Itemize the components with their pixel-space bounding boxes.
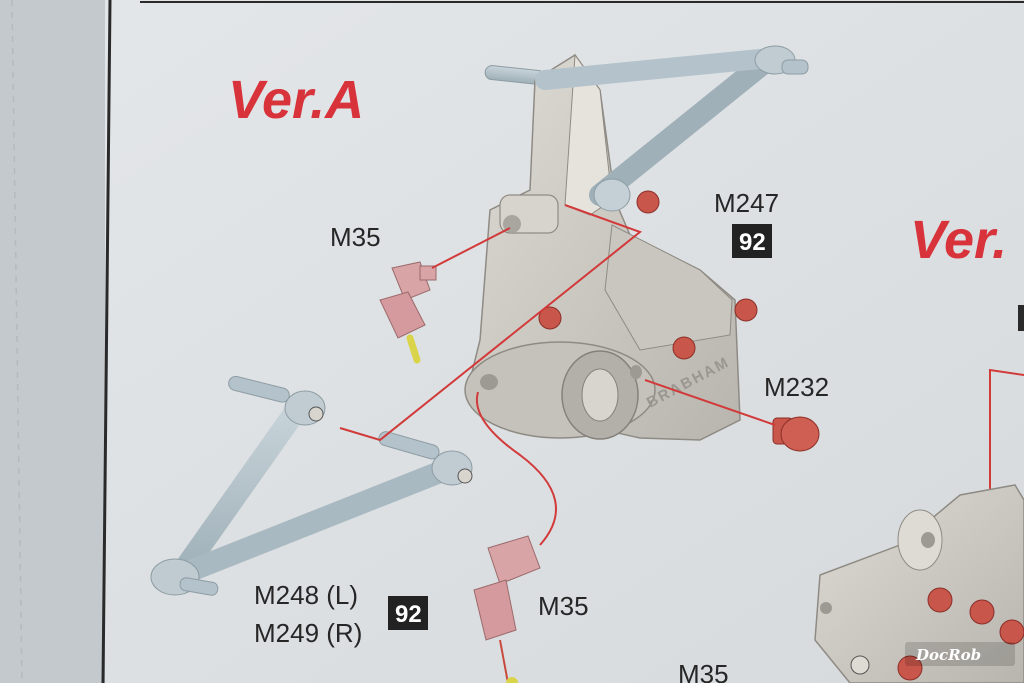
lower-a-arm (150, 375, 473, 596)
label-m247: M247 (714, 188, 779, 218)
version-a-heading: Ver.A (228, 70, 364, 130)
badge-m248: 92 (388, 596, 428, 630)
right-rod-end (850, 655, 870, 675)
upper-a-arm (535, 45, 809, 212)
bolts (538, 190, 820, 452)
badge-m248-text: 92 (395, 601, 422, 628)
watermark-text: DocRob (915, 646, 981, 664)
watermark: DocRob (905, 642, 1015, 666)
label-m232: M232 (764, 372, 829, 402)
bolt-m232-loose (772, 416, 820, 452)
edge-marker (1018, 305, 1024, 331)
right-bolt-1 (927, 587, 953, 613)
label-m248: M248 (L) (254, 580, 358, 610)
label-m35-edge: M35 (678, 659, 729, 683)
right-bolt-2 (969, 599, 995, 625)
lower-arm-nut-front (457, 468, 473, 484)
lower-arm-rear-stub (228, 375, 290, 403)
right-bolt-3 (999, 619, 1024, 645)
right-bolt-4 (897, 655, 923, 681)
drum-hole (480, 374, 498, 390)
upper-arm-stub (781, 59, 809, 75)
badge-m247-text: 92 (739, 229, 766, 256)
panel-border-left (101, 0, 112, 683)
bolt-upright-4 (734, 298, 758, 322)
left-margin-dash (11, 0, 23, 683)
right-boss-hole (921, 532, 935, 548)
drum-end-ring (581, 368, 619, 422)
right-hole (820, 602, 832, 614)
label-m35-top: M35 (330, 222, 381, 252)
leader-m232 (644, 379, 776, 426)
pivot-hole-right (630, 365, 642, 379)
bolt-upright-3 (672, 336, 696, 360)
lower-arm-front-rod (169, 459, 456, 586)
gearbox-upright: BRABHAM (464, 53, 741, 441)
label-m249: M249 (R) (254, 618, 362, 648)
upper-arm-rear-rod (589, 47, 781, 206)
version-b-heading-partial: Ver. (910, 210, 1007, 270)
lower-arm-outer-stub (179, 577, 219, 596)
lower-arm-rear-rod (169, 394, 311, 586)
bolt-upright-2 (538, 306, 562, 330)
leader-m35-top (431, 227, 511, 269)
label-m35-bottom: M35 (538, 591, 589, 621)
leader-lower-arm (339, 204, 643, 442)
bolt-upright-1 (636, 190, 660, 214)
gusset-right (604, 224, 733, 351)
lower-arm-front-stub (378, 431, 440, 460)
upper-arm-bush (593, 178, 631, 212)
leader-m35-bottom (475, 391, 557, 546)
upper-arm-front-rod (535, 48, 780, 90)
joint-m35-bottom (473, 535, 541, 683)
right-boss (897, 509, 943, 571)
lower-arm-nut-rear (308, 406, 324, 422)
badge-m247: 92 (732, 224, 772, 258)
joint-m35-top (379, 261, 437, 364)
left-margin-strip (0, 0, 105, 683)
right-partial-assembly (814, 484, 1024, 683)
